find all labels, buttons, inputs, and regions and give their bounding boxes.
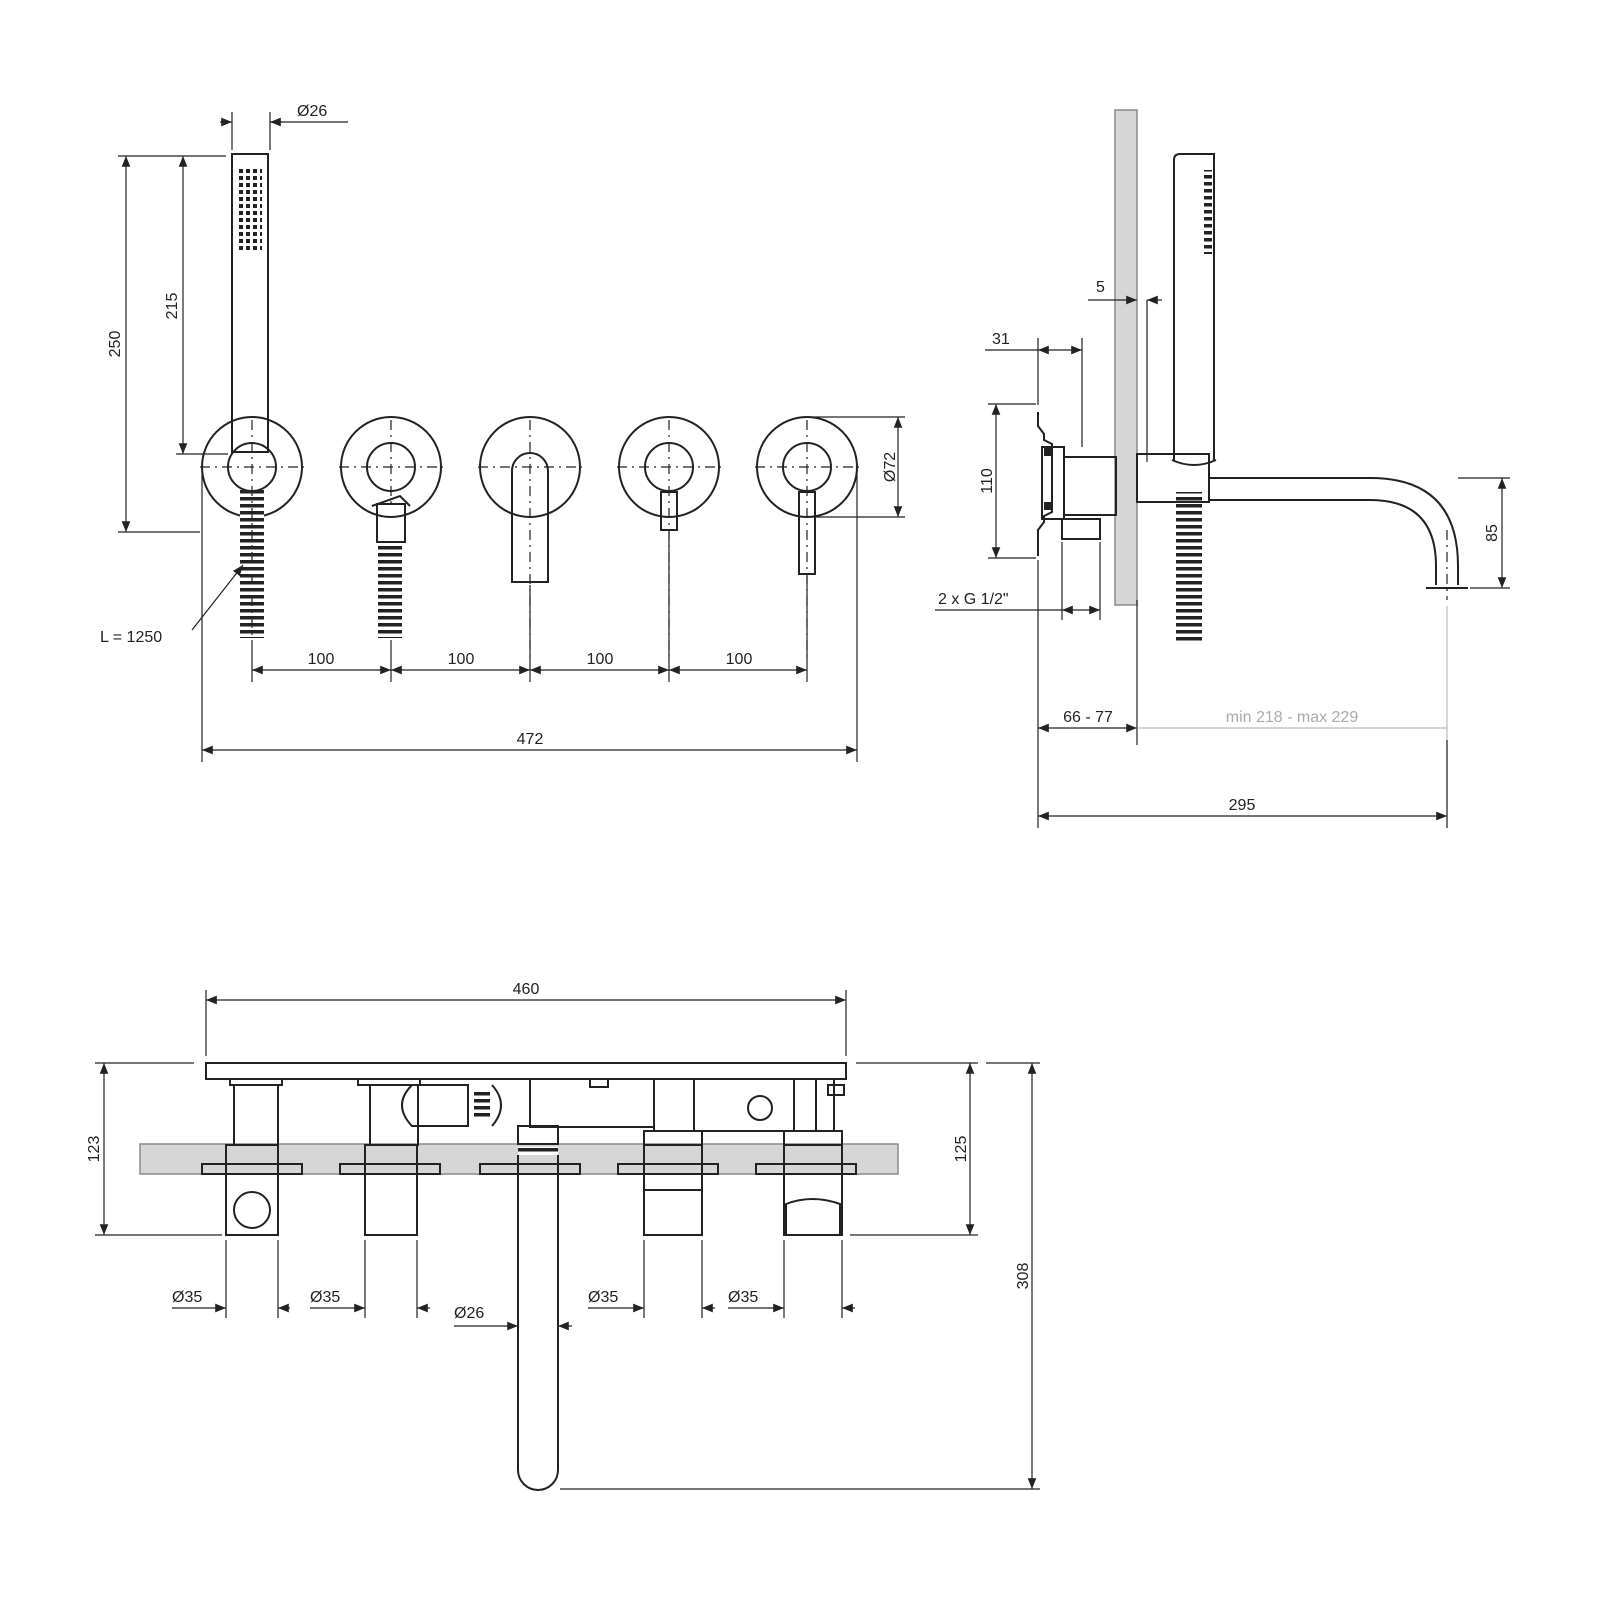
label-295: 295 (1229, 797, 1256, 814)
top-view: 460 123 125 308 Ø35 (86, 981, 1040, 1491)
label-125: 125 (953, 1136, 970, 1163)
hand-shower (231, 153, 269, 453)
label-body-diameter-2: Ø35 (310, 1289, 340, 1306)
side-view: 5 31 110 85 2 x G (935, 109, 1510, 828)
label-66-77: 66 - 77 (1063, 709, 1113, 726)
wall (1114, 109, 1138, 606)
spout-side (1136, 453, 1468, 600)
dim-308: 308 (560, 1062, 1040, 1490)
label-flange-diameter: Ø72 (882, 452, 899, 482)
outlet-hose (378, 546, 402, 638)
valve-body-side (1037, 412, 1117, 556)
label-85: 85 (1484, 524, 1501, 542)
hand-shower-side (1171, 153, 1217, 642)
dim-85: 85 (1458, 477, 1510, 589)
label-hose-length: L = 1250 (100, 629, 162, 646)
dim-spout-diameter: Ø26 (454, 1305, 572, 1331)
label-spout-diameter: Ø26 (454, 1305, 484, 1322)
label-5: 5 (1096, 279, 1105, 296)
dim-110: 110 (979, 403, 1036, 559)
dim-handshower-diameter: Ø26 (220, 103, 348, 150)
dim-66-77: 66 - 77 (1037, 560, 1138, 828)
label-31: 31 (992, 331, 1010, 348)
label-spout-range: min 218 - max 229 (1226, 709, 1359, 726)
label-123: 123 (86, 1136, 103, 1163)
dim-250: 250 (107, 155, 226, 533)
label-spacing-3: 100 (587, 651, 614, 668)
front-view: Ø26 250 215 Ø72 L = 1250 (100, 103, 905, 762)
dim-hose-length: L = 1250 (100, 564, 244, 646)
visible-bodies (225, 1144, 843, 1491)
label-handshower-diameter: Ø26 (297, 103, 327, 120)
label-body-diameter-4: Ø35 (728, 1289, 758, 1306)
dim-123: 123 (86, 1062, 222, 1236)
dim-spacing: 100 100 100 100 (251, 530, 808, 682)
label-250: 250 (107, 331, 124, 358)
label-308: 308 (1015, 1263, 1032, 1290)
top-plate (205, 1062, 847, 1080)
label-472: 472 (517, 731, 544, 748)
dim-connection: 2 x G 1/2" (935, 542, 1101, 620)
label-connection: 2 x G 1/2" (938, 591, 1009, 608)
label-spacing-2: 100 (448, 651, 475, 668)
label-body-diameter-1: Ø35 (172, 1289, 202, 1306)
label-spacing-1: 100 (308, 651, 335, 668)
label-body-diameter-3: Ø35 (588, 1289, 618, 1306)
label-110: 110 (979, 468, 996, 494)
dim-295: 295 (1038, 740, 1448, 828)
dim-472: 472 (201, 470, 858, 762)
label-460: 460 (513, 981, 540, 998)
dim-215: 215 (164, 156, 228, 455)
dim-5: 5 (1088, 279, 1162, 462)
label-spacing-4: 100 (726, 651, 753, 668)
dim-flange-diameter: Ø72 (808, 416, 905, 518)
surface-flanges (201, 1163, 857, 1175)
label-215: 215 (164, 293, 181, 320)
concealed-body (229, 1078, 845, 1146)
dim-125: 125 (850, 1062, 978, 1236)
dim-31: 31 (985, 331, 1083, 447)
dim-460: 460 (205, 981, 847, 1056)
dim-body-diameters: Ø35 Ø35 Ø35 Ø35 (172, 1240, 855, 1318)
